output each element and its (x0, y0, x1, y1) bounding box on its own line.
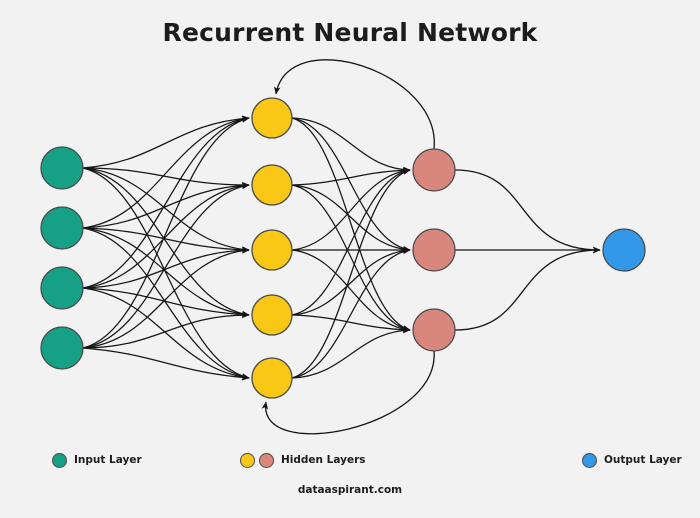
recurrent-edge (261, 350, 435, 435)
neuron-h0[interactable] (251, 97, 293, 139)
neuron-h4[interactable] (251, 357, 293, 399)
edge (291, 247, 411, 379)
edge (82, 182, 250, 229)
neuron-g2[interactable] (412, 308, 456, 352)
legend-label-output: Output Layer (604, 454, 682, 466)
edge (291, 168, 411, 316)
legend-label-input: Input Layer (74, 454, 142, 466)
neuron-i1[interactable] (40, 206, 84, 250)
edge (291, 249, 411, 333)
edges-hidden1-to-hidden2 (291, 117, 411, 379)
network-nodes (40, 97, 646, 399)
edge (291, 117, 411, 173)
edge (82, 116, 250, 349)
edge (82, 247, 250, 349)
neuron-g1[interactable] (412, 228, 456, 272)
legend-label-hidden: Hidden Layers (281, 454, 366, 466)
edge (82, 115, 250, 229)
neuron-o0[interactable] (602, 228, 646, 272)
edge (82, 311, 250, 349)
edge (291, 167, 411, 251)
edge (291, 184, 411, 253)
edge-to-output (454, 246, 601, 331)
edge (82, 182, 250, 289)
edge (82, 182, 250, 349)
edge (291, 117, 411, 332)
page-title: Recurrent Neural Network (162, 18, 538, 47)
legend-swatch-output (582, 452, 597, 468)
edges-recurrent-feedback (261, 59, 435, 435)
legend-swatch-hidden2 (259, 452, 274, 468)
edge (291, 247, 411, 316)
legend: Input Layer Hidden Layers Output Layer (0, 448, 700, 472)
edge (291, 314, 411, 333)
edge (291, 167, 411, 186)
edge (291, 184, 411, 332)
edge (82, 227, 250, 380)
legend-swatch-hidden1 (240, 452, 255, 468)
neuron-i2[interactable] (40, 266, 84, 310)
edges-input-to-hidden1 (82, 115, 250, 381)
recurrent-edge (274, 59, 435, 150)
neuron-i0[interactable] (40, 146, 84, 190)
legend-swatch-input (52, 452, 67, 468)
edge (82, 116, 250, 289)
neuron-h1[interactable] (251, 164, 293, 206)
neuron-i3[interactable] (40, 326, 84, 370)
legend-item-input-layer: Input Layer (52, 448, 142, 472)
edge (291, 327, 411, 379)
edge (82, 115, 250, 169)
neuron-g0[interactable] (412, 148, 456, 192)
legend-item-output-layer: Output Layer (582, 448, 682, 472)
edge (82, 167, 250, 318)
edge (291, 168, 411, 379)
edge (82, 167, 250, 253)
edge (82, 247, 250, 289)
edge (82, 287, 250, 381)
edge (82, 167, 250, 189)
edge (82, 167, 250, 380)
edge-to-output (454, 169, 601, 254)
edge (82, 227, 250, 253)
edge (82, 347, 250, 381)
neuron-h3[interactable] (251, 294, 293, 336)
edge (82, 287, 250, 318)
edge (82, 227, 250, 318)
edge (291, 117, 411, 253)
legend-item-hidden-layers: Hidden Layers (240, 448, 366, 472)
footer-attribution: dataaspirant.com (297, 484, 403, 496)
edges-hidden2-to-output (454, 169, 601, 331)
neuron-h2[interactable] (251, 229, 293, 271)
